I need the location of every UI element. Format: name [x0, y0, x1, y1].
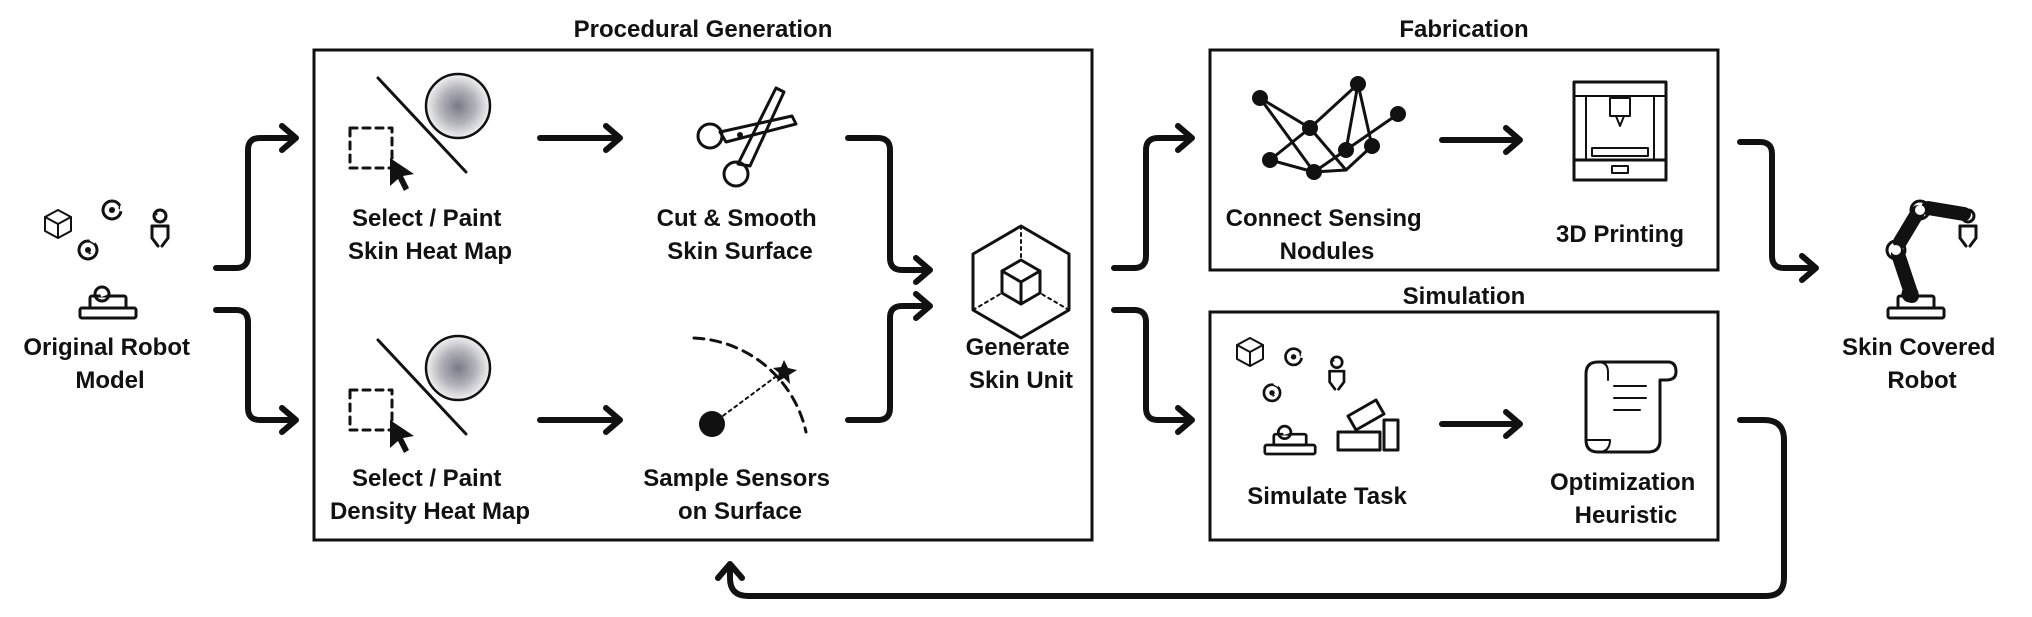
arrow-cut-to-generate	[845, 135, 931, 273]
cube-wireframe-icon	[971, 224, 1071, 340]
cursor-select-icon	[348, 72, 492, 193]
fabrication-panel: Fabrication	[1208, 16, 1720, 272]
arrow-robot-to-density-heat-map	[213, 307, 297, 423]
select-density-heat-map-label: Select / Paint Density Heat Map	[330, 465, 530, 525]
skin-covered-robot-node: Skin Covered Robot	[1842, 201, 2002, 394]
sensor-sampling-icon	[692, 336, 808, 437]
cut-smooth-label: Cut & Smooth Skin Surface	[657, 205, 824, 265]
optimization-heuristic-label: Optimization Heuristic	[1550, 469, 1702, 529]
simulate-task-node: Simulate Task	[1236, 337, 1407, 510]
scissors-icon	[696, 86, 798, 188]
arrow-feedback-loop	[727, 417, 1787, 599]
arrow-generate-to-fabrication	[1111, 135, 1193, 271]
3d-printer-icon	[1572, 80, 1668, 182]
skin-covered-robot-label: Skin Covered Robot	[1842, 334, 2002, 394]
flow-arrows	[213, 123, 1819, 599]
generate-skin-unit-label: Generate Skin Unit	[966, 334, 1077, 394]
select-skin-heat-map-node: Select / Paint Skin Heat Map	[348, 72, 512, 265]
arrow-robot-to-skin-heat-map	[213, 135, 297, 271]
procedural-generation-title: Procedural Generation	[574, 16, 833, 43]
3d-printing-label: 3D Printing	[1556, 221, 1684, 248]
generate-skin-unit-node: Generate Skin Unit	[966, 224, 1077, 394]
original-robot-label: Original Robot Model	[23, 334, 196, 394]
simulation-panel: Simulation	[1208, 283, 1720, 542]
arrow-fabrication-to-output	[1737, 139, 1817, 271]
sample-sensors-node: Sample Sensors on Surface	[643, 336, 836, 525]
sensing-nodules-graph-icon	[1252, 76, 1406, 180]
simulate-task-label: Simulate Task	[1247, 483, 1407, 510]
scroll-icon	[1584, 360, 1678, 454]
arrow-sample-to-generate	[845, 303, 931, 423]
robot-arm-icon	[79, 201, 168, 318]
procedural-generation-panel: Procedural Generation	[312, 16, 1094, 542]
cube-icon	[44, 209, 72, 239]
optimization-heuristic-node: Optimization Heuristic	[1550, 360, 1702, 529]
sample-sensors-label: Sample Sensors on Surface	[643, 465, 836, 525]
skin-covered-robot-icon	[1887, 201, 1976, 318]
stacked-blocks-icon	[1336, 398, 1400, 452]
3d-printing-node: 3D Printing	[1556, 80, 1684, 248]
arrow-generate-to-simulation	[1111, 307, 1193, 423]
fabrication-title: Fabrication	[1399, 16, 1528, 43]
robot-arm-icon	[1264, 349, 1344, 454]
cut-smooth-node: Cut & Smooth Skin Surface	[657, 86, 824, 265]
cursor-select-icon	[348, 334, 492, 455]
cube-icon	[1236, 337, 1264, 367]
connect-sensing-nodules-node: Connect Sensing Nodules	[1226, 76, 1429, 265]
original-robot-node: Original Robot Model	[23, 201, 196, 394]
simulation-title: Simulation	[1403, 283, 1526, 310]
select-density-heat-map-node: Select / Paint Density Heat Map	[330, 334, 530, 525]
select-skin-heat-map-label: Select / Paint Skin Heat Map	[348, 205, 512, 265]
connect-sensing-nodules-label: Connect Sensing Nodules	[1226, 205, 1429, 265]
